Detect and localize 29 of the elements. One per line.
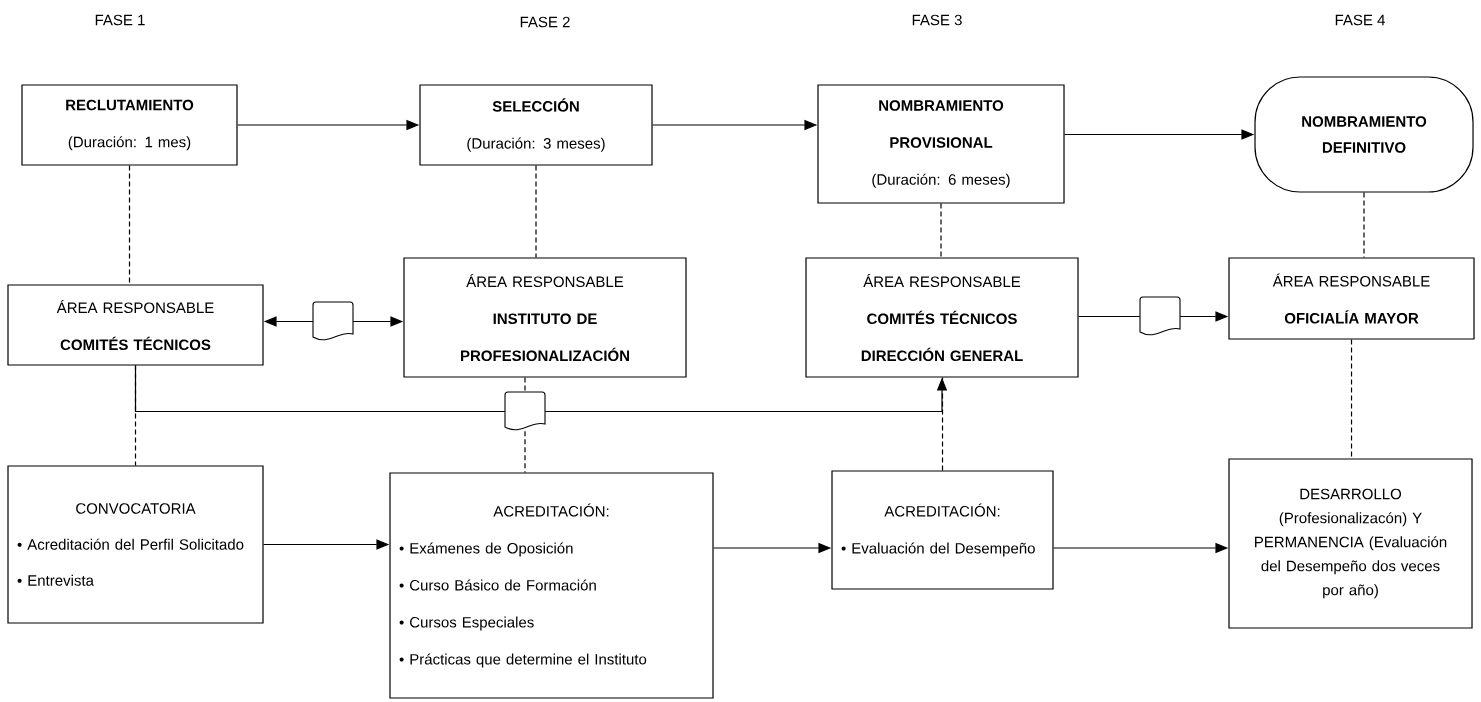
process-box: ÁREA RESPONSABLE COMITÉS TÉCNICOS [7,284,264,366]
phase-label: FASE 4 [1335,14,1385,26]
process-box: ÁREA RESPONSABLE OFICIALÍA MAYOR [1228,257,1475,340]
dashed-line [524,430,526,473]
document-icon [504,391,546,431]
dashed-line [535,165,537,258]
list-box: ACREDITACIÓN: • Exámenes de Oposición • Curso Básico de Formación • Cursos Especiales • Prácticas que determine el Instituto [389,472,714,699]
dashed-line [524,377,526,393]
process-box: NOMBRAMIENTO PROVISIONAL (Duración: 6 meses) [817,84,1065,204]
dashed-line [1350,339,1353,459]
phase-label: FASE 3 [912,14,962,26]
list-box: CONVOCATORIA • Acreditación del Perfil Solicitado • Entrevista [7,465,264,624]
process-box: SELECCIÓN (Duración: 3 meses) [419,84,653,166]
phase-label: FASE 2 [520,16,570,28]
process-box: ÁREA RESPONSABLE INSTITUTO DE PROFESIONALIZACIÓN [403,257,687,378]
process-box: RECLUTAMIENTO (Duración: 1 mes) [21,84,238,166]
process-box: DESARROLLO (Profesionalizacón) Y PERMANENCIA (Evaluación del Desempeño dos veces por año) [1228,458,1473,629]
phase-label: FASE 1 [95,14,145,26]
document-icon [312,301,354,341]
list-box: ACREDITACIÓN: • Evaluación del Desempeño [831,470,1054,590]
process-box: ÁREA RESPONSABLE COMITÉS TÉCNICOS DIRECCIÓN GENERAL [805,257,1079,378]
document-icon [1139,296,1181,336]
dashed-line [941,377,944,471]
terminal-box: NOMBRAMIENTO DEFINITIVO [1254,76,1474,193]
dashed-line [1363,192,1365,258]
dashed-line [134,365,137,466]
dashed-line [940,203,942,258]
connector-line [1078,315,1141,318]
dashed-line [128,165,131,285]
